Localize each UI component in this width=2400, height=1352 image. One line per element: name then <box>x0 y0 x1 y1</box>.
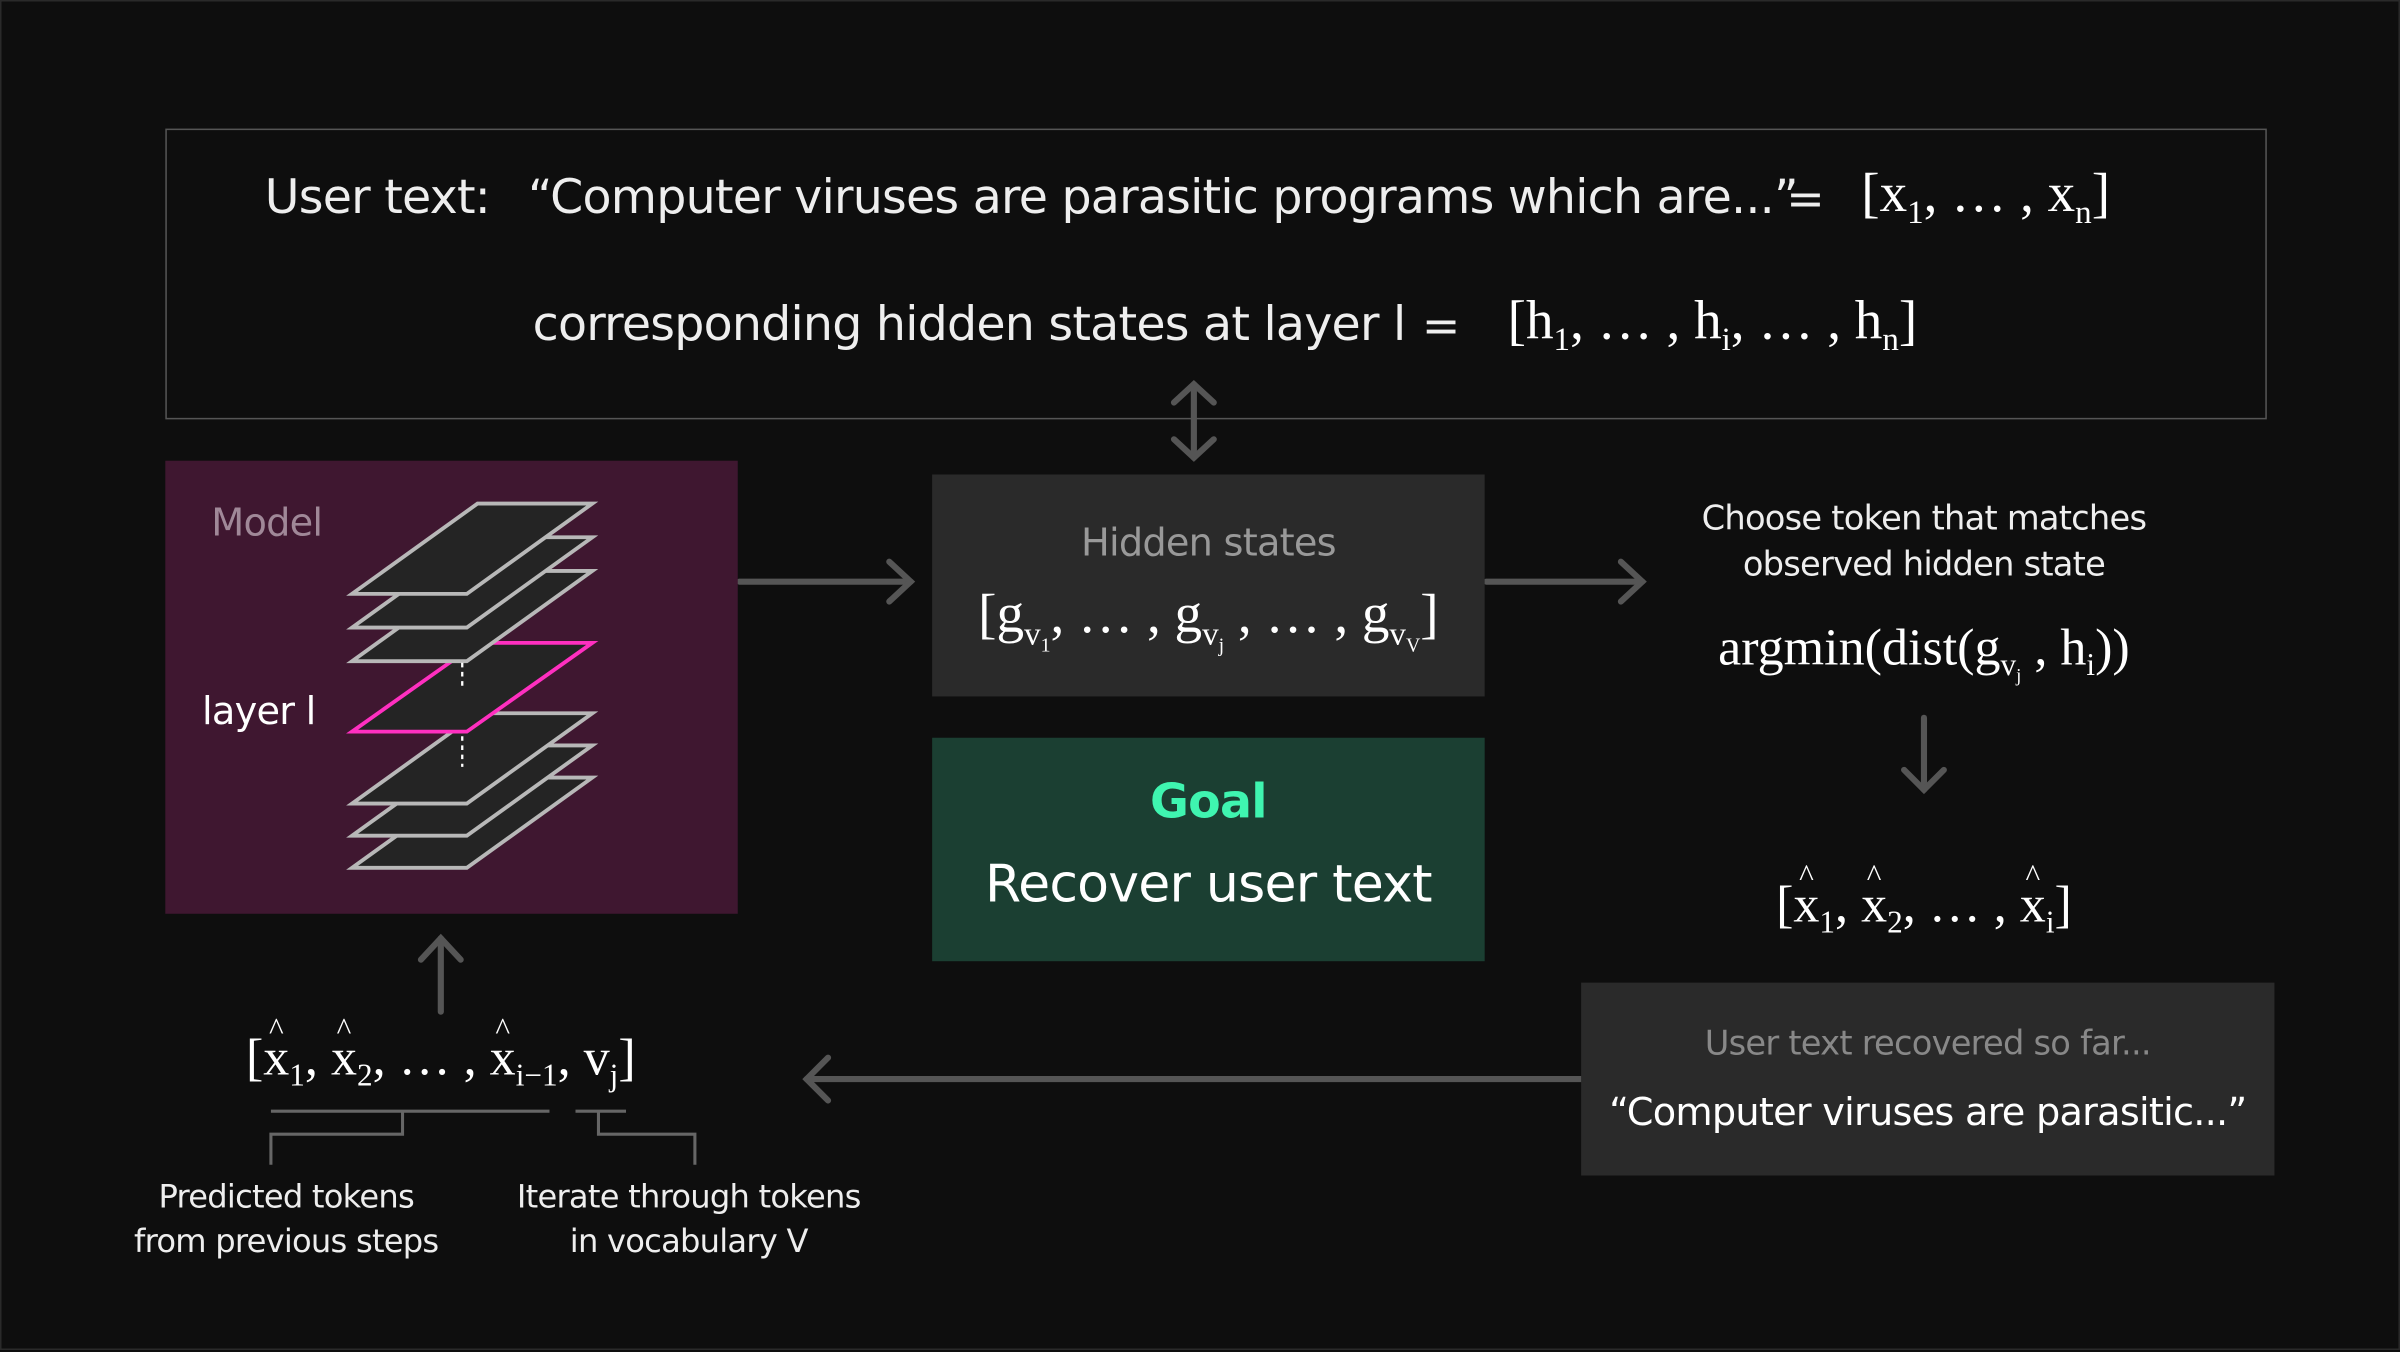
layer-l-highlighted <box>346 640 599 734</box>
arrow-right-icon <box>736 558 916 605</box>
token-sequence: [x1, … , xn] <box>1861 162 2111 231</box>
hidden-states-title: Hidden states <box>1080 520 1337 565</box>
arrow-up-icon <box>417 933 464 1015</box>
arrow-down-icon <box>1901 714 1947 795</box>
arrow-right-icon <box>1483 558 1647 605</box>
hidden-states-label: corresponding hidden states at layer l <box>532 296 1407 353</box>
choose-line-1: Choose token that matches <box>1701 500 2147 539</box>
annotation-line: in vocabulary V <box>569 1222 809 1260</box>
model-title: Model <box>211 500 323 545</box>
argmin-formula: argmin(dist(gvj , hi)) <box>1718 619 2130 687</box>
choose-token-text: Choose token that matches observed hidde… <box>1618 497 2230 589</box>
double-arrow-icon <box>1170 380 1217 462</box>
goal-text: Recover user text <box>985 854 1433 916</box>
annotation-line: Iterate through tokens <box>516 1178 861 1216</box>
predicted-token-sequence: [x1, x2, … , xi] <box>1618 860 2230 941</box>
iterate-tokens-annotation: Iterate through tokens in vocabulary V <box>459 1176 918 1265</box>
predicted-tokens-annotation: Predicted tokens from previous steps <box>57 1176 516 1265</box>
choose-line-2: observed hidden state <box>1742 546 2106 585</box>
recovered-text-box: User text recovered so far... “Computer … <box>1581 982 2275 1176</box>
layer <box>346 501 599 596</box>
layer <box>346 711 599 806</box>
annotation-line: from previous steps <box>134 1222 439 1260</box>
user-text-quote: “Computer viruses are parasitic programs… <box>528 169 1799 225</box>
equals-sign: = <box>1421 299 1460 354</box>
hidden-state-sequence: [h1, … , hi, … , hn] <box>1507 289 1918 358</box>
input-sequence: [x1, x2, … , xi−1, vj] <box>135 1013 747 1094</box>
recovered-title: User text recovered so far... <box>1704 1025 2152 1064</box>
bracket-iterate <box>575 1109 697 1165</box>
user-text-box <box>165 128 2267 420</box>
annotation-line: Predicted tokens <box>158 1178 414 1216</box>
candidate-hidden-states: [gv1, … , gvj , … , gvV] <box>978 583 1439 656</box>
goal-box: Goal Recover user text <box>932 737 1485 962</box>
equals-sign: = <box>1786 172 1824 227</box>
user-text-label: User text: <box>264 169 491 225</box>
recovered-text: “Computer viruses are parasitic...” <box>1609 1089 2247 1135</box>
arrow-left-icon <box>802 1054 1585 1104</box>
goal-title: Goal <box>1150 774 1268 830</box>
hidden-states-box: Hidden states [gv1, … , gvj , … , gvV] <box>932 474 1485 697</box>
layer-label: layer l <box>202 688 316 734</box>
bracket-predicted <box>269 1109 550 1165</box>
